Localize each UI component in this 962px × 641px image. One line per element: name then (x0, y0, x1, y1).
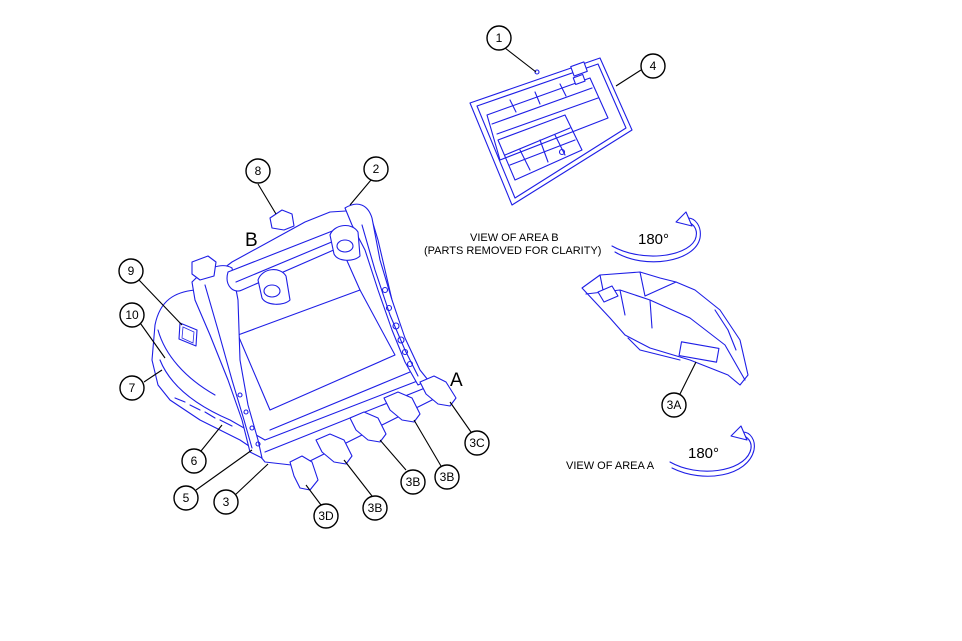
decal-plate-drawing (469, 57, 633, 206)
bucket-drawing (151, 203, 457, 491)
callout-3-label: 3 (223, 495, 230, 509)
callout-2-label: 2 (373, 162, 380, 176)
callout-3b-3-label: 3B (440, 470, 455, 484)
callout-6: 6 (181, 448, 207, 474)
callout-4-label: 4 (650, 59, 657, 73)
callout-3a: 3A (661, 392, 687, 418)
callout-3b-2-label: 3B (406, 475, 421, 489)
callout-3b-1-label: 3B (368, 501, 383, 515)
view-area-b-note: (PARTS REMOVED FOR CLARITY) (424, 245, 601, 257)
callout-7: 7 (119, 375, 145, 401)
callout-3b-3: 3B (434, 464, 460, 490)
bucket-teeth (289, 375, 457, 491)
view-area-b-title: VIEW OF AREA B (470, 232, 559, 244)
rotation-arrow-b (611, 211, 701, 263)
callout-3d-label: 3D (318, 509, 334, 523)
callout-3a-label: 3A (667, 398, 682, 412)
view-area-a-title: VIEW OF AREA A (566, 460, 655, 472)
callout-1-label: 1 (496, 31, 503, 45)
callout-8-label: 8 (255, 164, 262, 178)
callout-3d: 3D (313, 503, 339, 529)
callout-9-label: 9 (128, 264, 135, 278)
callout-3c: 3C (464, 430, 490, 456)
leader-lines (137, 47, 697, 506)
callout-1: 1 (486, 25, 512, 51)
callout-7-label: 7 (129, 381, 136, 395)
callout-10-label: 10 (125, 308, 139, 322)
callout-5: 5 (173, 485, 199, 511)
rotation-a-label: 180° (688, 445, 719, 462)
callout-8: 8 (245, 158, 271, 184)
callout-3c-label: 3C (469, 436, 485, 450)
callout-2: 2 (363, 156, 389, 182)
area-a-marker: A (450, 370, 463, 391)
rotation-b-label: 180° (638, 231, 669, 248)
callout-3b-2: 3B (400, 469, 426, 495)
callout-3b-1: 3B (362, 495, 388, 521)
tooth-detail-drawing (581, 271, 749, 386)
area-b-marker: B (245, 230, 258, 251)
callout-4: 4 (640, 53, 666, 79)
callout-9: 9 (118, 258, 144, 284)
rotation-arrow-a (669, 425, 755, 477)
callout-10: 10 (119, 302, 145, 328)
callout-3: 3 (213, 489, 239, 515)
callout-5-label: 5 (183, 491, 190, 505)
callout-6-label: 6 (191, 454, 198, 468)
